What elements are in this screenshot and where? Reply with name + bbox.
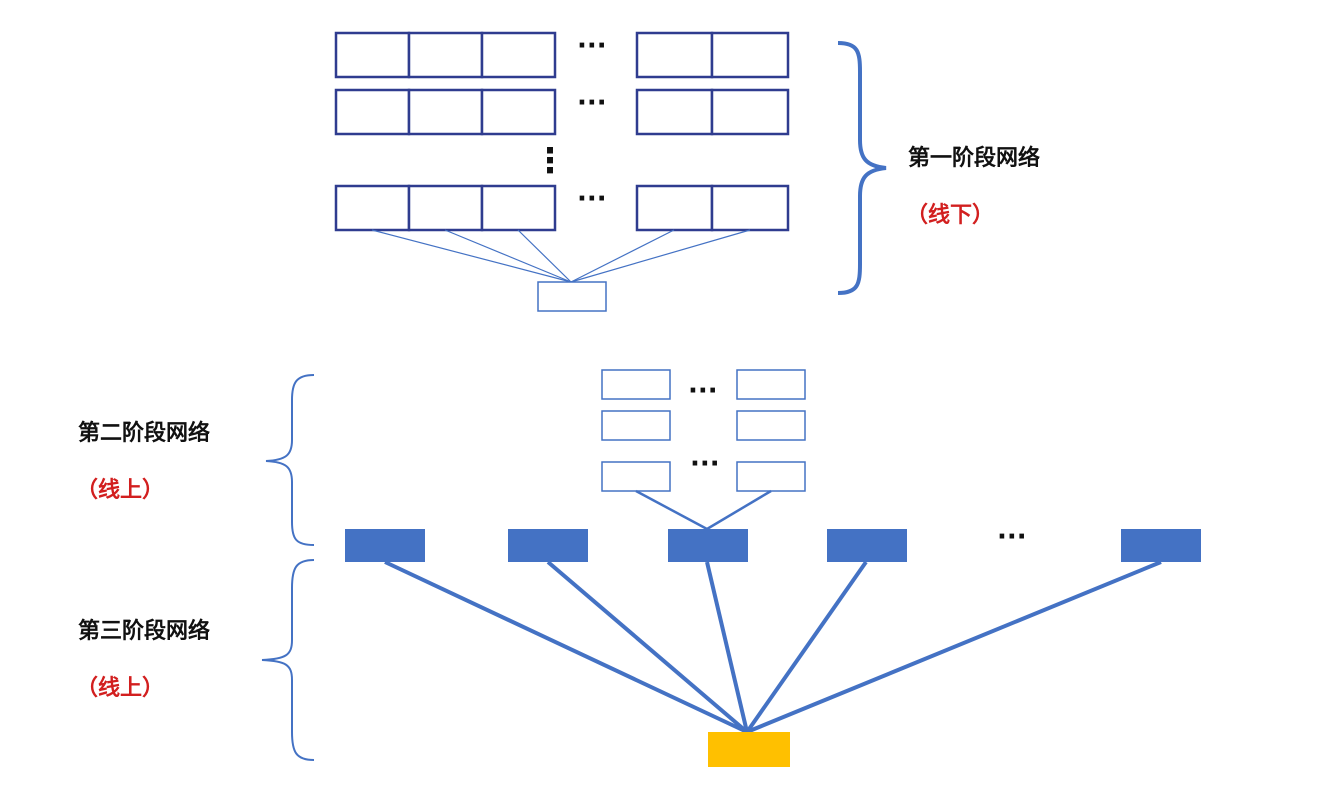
stage2-brace — [265, 374, 315, 546]
stage2-sub-cell — [736, 410, 806, 441]
stage3-connectors — [384, 560, 1162, 734]
connector-line — [517, 229, 572, 283]
stage1-row — [334, 88, 790, 136]
stage2-title: 第二阶段网络 — [78, 420, 210, 446]
stage1-cell — [635, 31, 714, 79]
stage1-cell — [334, 88, 411, 136]
stage2-sub-cell — [736, 369, 806, 400]
connector-line — [746, 560, 1162, 734]
stage1-cell — [710, 88, 790, 136]
stage2-node — [508, 529, 588, 562]
connector-line — [570, 229, 675, 283]
stage2-sub-cell — [601, 461, 671, 492]
connector-line — [444, 229, 572, 283]
connector-line — [546, 560, 749, 734]
stage1-network: ··· ··· ⋮ ··· — [334, 31, 790, 312]
stage2-node — [1121, 529, 1201, 562]
stage2-row-ellipsis: ··· — [690, 449, 720, 479]
connector-line — [706, 489, 772, 531]
stage1-cell — [635, 88, 714, 136]
stage1-row-ellipsis: ··· — [577, 88, 607, 118]
stage1-cell — [635, 184, 714, 232]
stage3-output-node — [708, 732, 790, 767]
stage1-output-node — [537, 281, 607, 312]
connector-line — [570, 229, 751, 283]
stage1-cell — [407, 184, 484, 232]
stage1-cell — [480, 31, 557, 79]
connector-line — [705, 561, 749, 733]
stage2-node — [668, 529, 748, 562]
stage1-title: 第一阶段网络 — [908, 145, 1040, 171]
stage1-row-ellipsis: ··· — [577, 31, 607, 61]
stage2-nodes-ellipsis: ··· — [997, 522, 1027, 552]
stage3-title: 第三阶段网络 — [78, 618, 210, 644]
stage1-cell — [710, 184, 790, 232]
stage1-cell — [334, 31, 411, 79]
stage2-mode: （线上） — [76, 477, 164, 503]
stage1-brace — [837, 41, 887, 295]
stage1-cell — [480, 88, 557, 136]
stage1-cell — [334, 184, 411, 232]
stage1-connectors — [371, 229, 751, 283]
stage2-node — [345, 529, 425, 562]
connector-line — [371, 229, 572, 283]
stage2-sub-cell — [601, 369, 671, 400]
stage1-cell — [407, 88, 484, 136]
stage1-vertical-ellipsis: ⋮ — [533, 141, 567, 181]
stage1-row-ellipsis: ··· — [577, 184, 607, 214]
stage2-node — [827, 529, 907, 562]
connector-line — [745, 560, 868, 734]
connector-line — [384, 560, 748, 734]
stage3-mode: （线上） — [76, 675, 164, 701]
stage3-brace — [261, 559, 315, 761]
stage2-sub-connectors — [635, 489, 772, 531]
stage1-mode: （线下） — [906, 202, 994, 228]
stage2-nodes — [345, 529, 1201, 562]
stage1-cell — [710, 31, 790, 79]
connector-line — [635, 489, 708, 531]
stage2-sub-cell — [736, 461, 806, 492]
stage1-cell — [480, 184, 557, 232]
stage1-cell — [407, 31, 484, 79]
stage2-sub-cell — [601, 410, 671, 441]
stage1-row — [334, 184, 790, 232]
stage2-subnetwork — [601, 369, 806, 492]
stage1-row — [334, 31, 790, 79]
stage2-row-ellipsis: ··· — [688, 376, 718, 406]
